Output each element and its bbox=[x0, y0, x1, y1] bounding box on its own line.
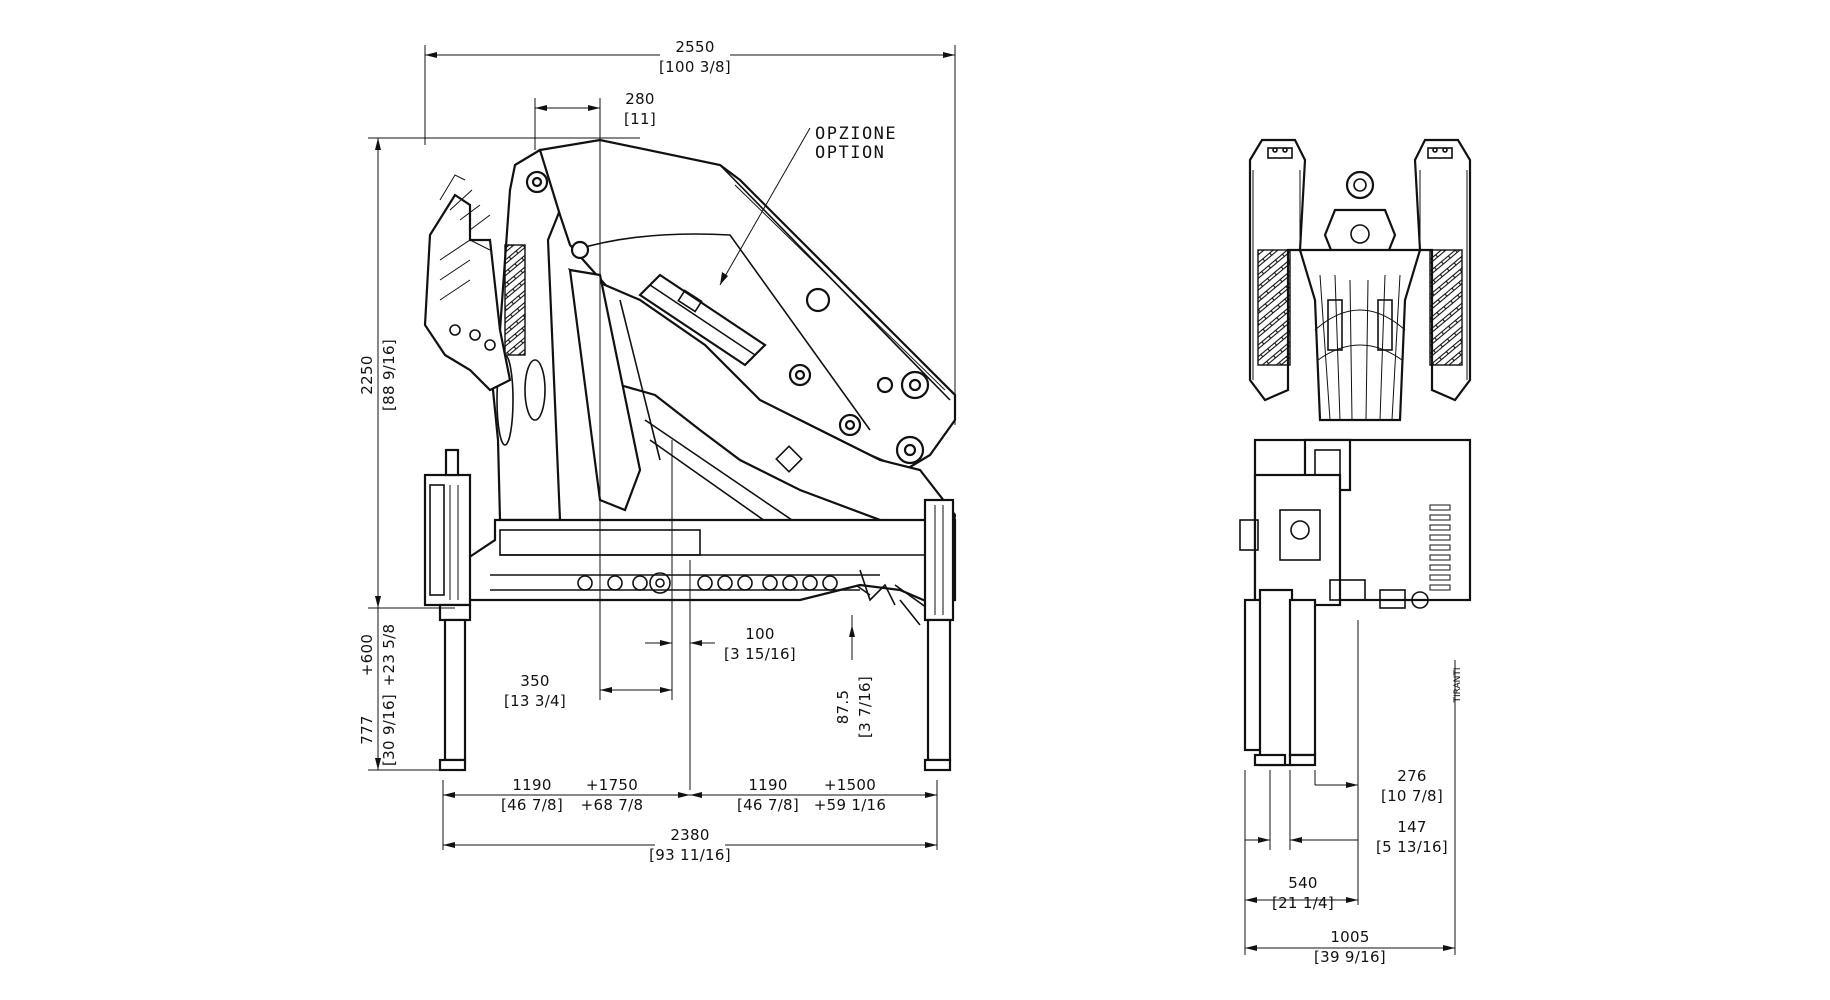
crane-side-view bbox=[423, 138, 957, 772]
dim-600: +600 bbox=[358, 634, 376, 676]
dim-87-5: 87.5 bbox=[834, 690, 852, 725]
dim-350-in: [13 3/4] bbox=[504, 692, 566, 710]
dim-2380-in: [93 11/16] bbox=[649, 846, 731, 864]
dim-1190-left-in: [46 7/8] bbox=[501, 796, 563, 814]
dim-1750-in: +68 7/8 bbox=[581, 796, 644, 814]
crane-front-view: TIRANTI bbox=[1239, 138, 1472, 767]
dim-777: 777 bbox=[358, 715, 376, 745]
control-valve-bank bbox=[423, 174, 526, 392]
front-dim-276-in: [10 7/8] bbox=[1381, 787, 1443, 805]
front-dim-147-in: [5 13/16] bbox=[1376, 838, 1448, 856]
front-control-bank bbox=[1429, 504, 1451, 591]
front-dim-540-in: [21 1/4] bbox=[1272, 894, 1334, 912]
dim-1190-right-in: [46 7/8] bbox=[737, 796, 799, 814]
dim-280: 280 bbox=[625, 90, 655, 108]
front-dim-276: 276 bbox=[1397, 767, 1427, 785]
front-dimensions: 276 [10 7/8] 147 [5 13/16] 540 [21 1/4] … bbox=[1244, 620, 1456, 966]
side-dimensions: 2550 [100 3/8] 280 [11] 2250 [88 9/16] +… bbox=[358, 38, 956, 868]
left-stabilizer bbox=[423, 448, 472, 772]
dim-2250-in: [88 9/16] bbox=[380, 339, 398, 411]
front-dim-1005: 1005 bbox=[1330, 928, 1369, 946]
front-dim-1005-in: [39 9/16] bbox=[1314, 948, 1386, 966]
crane-base-frame bbox=[463, 518, 957, 626]
front-dim-147: 147 bbox=[1397, 818, 1427, 836]
tie-rods-label: TIRANTI bbox=[1453, 667, 1463, 703]
dim-100-in: [3 15/16] bbox=[724, 645, 796, 663]
dim-350: 350 bbox=[520, 672, 550, 690]
right-stabilizer bbox=[923, 498, 955, 772]
dim-2550-in: [100 3/8] bbox=[659, 58, 731, 76]
dim-87-5-in: [3 7/16] bbox=[856, 676, 874, 738]
dim-2380: 2380 bbox=[670, 826, 709, 844]
dim-1190-right: 1190 bbox=[748, 776, 787, 794]
dim-280-in: [11] bbox=[624, 110, 656, 128]
dim-2550: 2550 bbox=[675, 38, 714, 56]
dim-777-in: [30 9/16] bbox=[380, 694, 398, 766]
dim-2250: 2250 bbox=[358, 355, 376, 394]
dim-600-in: +23 5/8 bbox=[380, 624, 398, 687]
dim-1500: +1500 bbox=[824, 776, 876, 794]
option-note-en: OPTION bbox=[815, 143, 885, 163]
dim-100: 100 bbox=[745, 625, 775, 643]
dim-1190-left: 1190 bbox=[512, 776, 551, 794]
option-note-it: OPZIONE bbox=[815, 124, 897, 144]
dim-1500-in: +59 1/16 bbox=[814, 796, 887, 814]
dim-1750: +1750 bbox=[586, 776, 638, 794]
front-dim-540: 540 bbox=[1288, 874, 1318, 892]
